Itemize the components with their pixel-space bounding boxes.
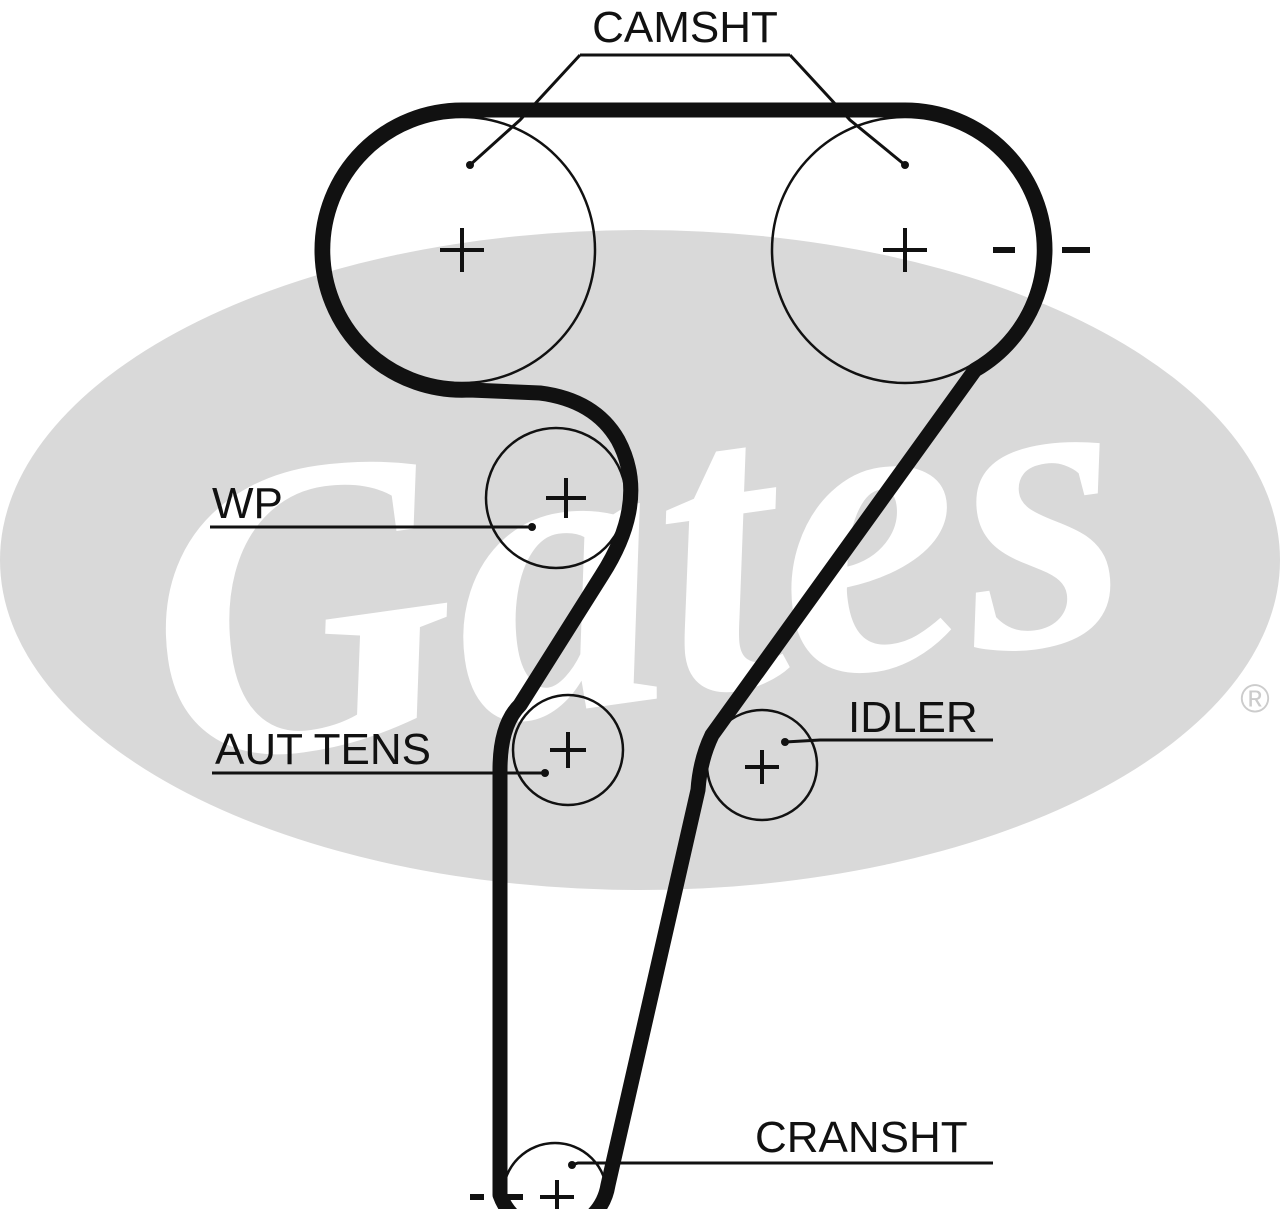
timing-belt: [314, 102, 1053, 1209]
label-aut-tens: AUT TENS: [215, 725, 431, 774]
plus-icon: [540, 1180, 574, 1209]
plus-icon: [550, 732, 586, 768]
plus-icon: [440, 228, 484, 272]
idler-leader: [784, 738, 993, 744]
registered-mark: ®: [1240, 677, 1269, 721]
label-wp: WP: [212, 479, 283, 528]
label-idler: IDLER: [848, 693, 978, 742]
plus-icon: [745, 750, 779, 784]
label-cransht: CRANSHT: [755, 1113, 968, 1162]
plus-icon: [546, 478, 586, 518]
leader-dots: [466, 161, 909, 1169]
pulley-auto-tensioner: [511, 693, 625, 807]
label-camsht: CAMSHT: [592, 3, 778, 52]
camsht-leader: [468, 53, 906, 167]
timing-mark-dashes: [470, 247, 1090, 1200]
cransht-leader: [571, 1161, 993, 1167]
center-marks: [440, 228, 1090, 1209]
plus-icon: [883, 228, 927, 272]
gates-logo-watermark: Gates ®: [0, 230, 1280, 890]
